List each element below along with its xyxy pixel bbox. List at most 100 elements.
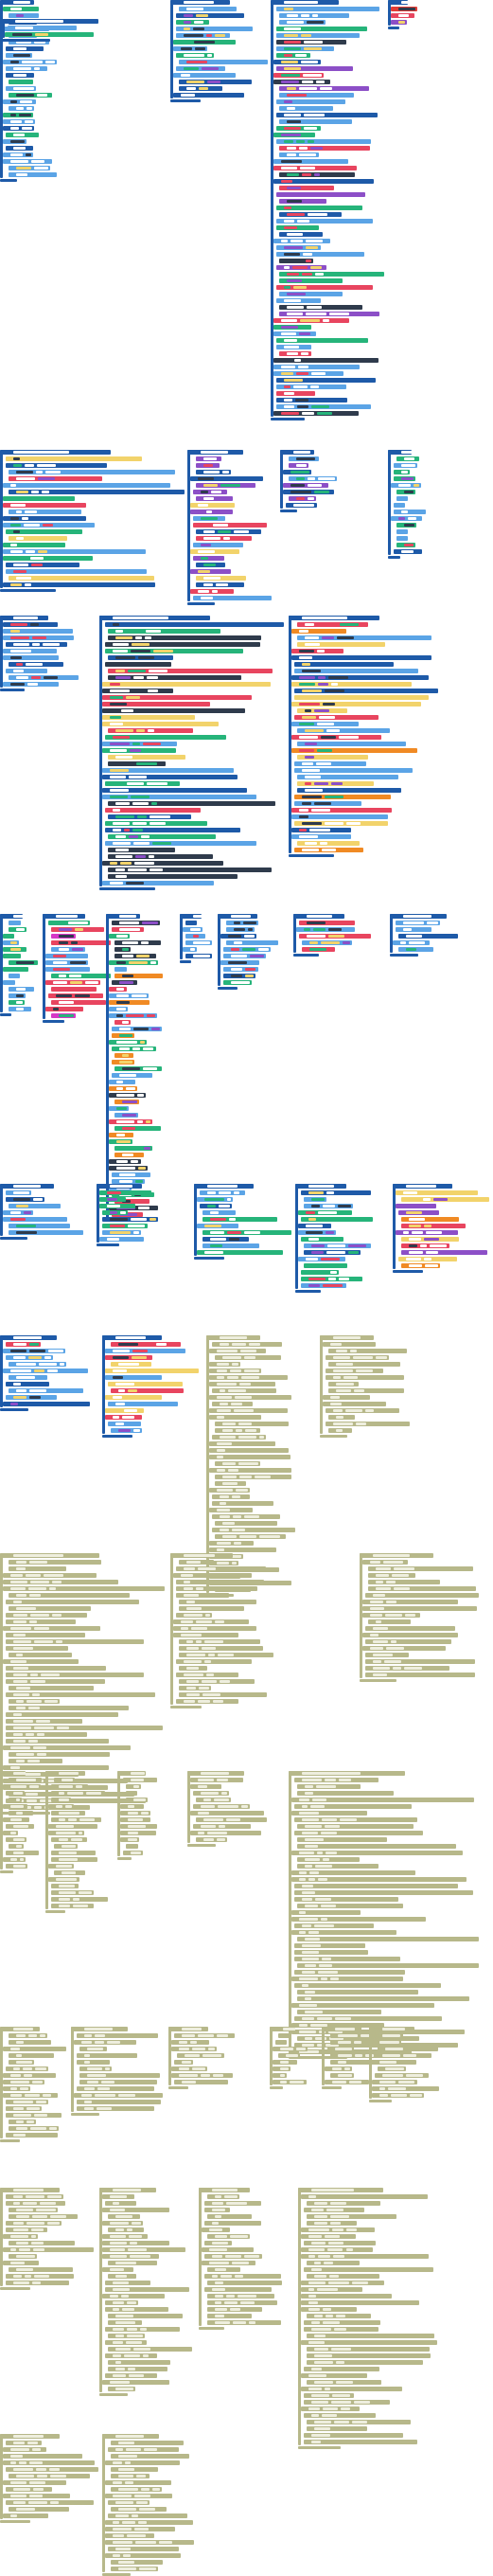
input-slot[interactable] — [217, 1369, 228, 1372]
statement-block[interactable] — [112, 1073, 152, 1078]
input-slot[interactable] — [212, 2222, 220, 2225]
input-slot[interactable] — [350, 1350, 358, 1352]
input-slot[interactable] — [110, 2222, 130, 2225]
statement-block[interactable] — [3, 2080, 44, 2084]
input-slot[interactable] — [305, 1785, 314, 1788]
input-slot[interactable] — [302, 1898, 313, 1901]
statement-block[interactable] — [48, 1877, 79, 1882]
statement-block[interactable] — [291, 1870, 416, 1875]
statement-block[interactable] — [105, 1375, 162, 1380]
statement-block[interactable] — [185, 934, 205, 939]
event-dropdown[interactable] — [406, 1185, 436, 1188]
input-slot[interactable] — [228, 1389, 247, 1392]
statement-block[interactable] — [276, 265, 326, 270]
input-slot[interactable] — [24, 2275, 32, 2278]
input-slot[interactable] — [13, 2228, 28, 2231]
statement-block[interactable] — [291, 828, 351, 832]
input-slot[interactable] — [302, 1984, 309, 1987]
input-slot[interactable] — [33, 1746, 46, 1749]
statement-block[interactable] — [378, 2047, 439, 2051]
input-slot[interactable] — [406, 1258, 421, 1261]
input-slot[interactable] — [110, 2209, 125, 2211]
input-slot[interactable] — [116, 1140, 131, 1143]
input-slot[interactable] — [186, 1607, 202, 1610]
input-slot[interactable] — [10, 2087, 18, 2090]
statement-block[interactable] — [279, 312, 380, 316]
input-slot[interactable] — [48, 2127, 57, 2130]
statement-block[interactable] — [304, 2413, 377, 2418]
statement-block[interactable] — [212, 1402, 253, 1406]
input-slot[interactable] — [138, 2508, 155, 2511]
input-slot[interactable] — [324, 689, 345, 692]
input-slot[interactable] — [212, 2202, 224, 2205]
event-hat-block[interactable] — [0, 914, 23, 919]
statement-block[interactable] — [51, 1784, 88, 1789]
statement-block[interactable] — [6, 2100, 49, 2104]
statement-block[interactable] — [3, 496, 76, 501]
statement-block[interactable] — [108, 761, 166, 766]
statement-block[interactable] — [276, 206, 363, 210]
statement-block[interactable] — [204, 2274, 281, 2279]
input-slot[interactable] — [81, 2094, 93, 2097]
input-slot[interactable] — [29, 2495, 43, 2497]
input-slot[interactable] — [281, 160, 302, 163]
statement-block[interactable] — [279, 146, 370, 151]
input-slot[interactable] — [10, 948, 22, 951]
statement-block[interactable] — [112, 1046, 156, 1051]
input-slot[interactable] — [210, 1218, 227, 1221]
input-slot[interactable] — [184, 1700, 195, 1703]
input-slot[interactable] — [231, 1343, 247, 1346]
input-slot[interactable] — [87, 2081, 98, 2084]
input-slot[interactable] — [284, 127, 302, 130]
input-slot[interactable] — [16, 961, 35, 964]
statement-block[interactable] — [105, 1415, 142, 1420]
input-slot[interactable] — [151, 842, 171, 845]
input-slot[interactable] — [302, 796, 322, 798]
input-slot[interactable] — [113, 2528, 132, 2531]
input-slot[interactable] — [343, 941, 350, 944]
input-slot[interactable] — [13, 1396, 27, 1399]
statement-block[interactable] — [362, 1600, 458, 1604]
input-slot[interactable] — [398, 484, 411, 487]
input-slot[interactable] — [110, 776, 126, 778]
input-slot[interactable] — [110, 749, 127, 752]
input-slot[interactable] — [299, 1871, 308, 1874]
statement-block[interactable] — [301, 1190, 371, 1195]
input-slot[interactable] — [314, 1865, 333, 1868]
statement-block[interactable] — [297, 841, 360, 846]
input-slot[interactable] — [75, 928, 84, 931]
input-slot[interactable] — [16, 1607, 36, 1610]
input-slot[interactable] — [10, 1350, 27, 1352]
input-slot[interactable] — [302, 1891, 315, 1894]
statement-block[interactable] — [77, 2033, 158, 2038]
statement-block[interactable] — [105, 2520, 194, 2525]
input-slot[interactable] — [10, 2248, 17, 2251]
input-slot[interactable] — [308, 2374, 327, 2377]
statement-block[interactable] — [297, 1784, 361, 1789]
input-slot[interactable] — [238, 1535, 256, 1538]
input-slot[interactable] — [13, 1601, 22, 1603]
input-slot[interactable] — [280, 2081, 287, 2084]
input-slot[interactable] — [34, 2275, 50, 2278]
input-slot[interactable] — [227, 1469, 239, 1472]
statement-block[interactable] — [190, 589, 235, 594]
input-slot[interactable] — [373, 1673, 387, 1676]
input-slot[interactable] — [339, 736, 360, 739]
input-slot[interactable] — [16, 107, 24, 110]
input-slot[interactable] — [210, 491, 222, 493]
statement-block[interactable] — [193, 1804, 251, 1809]
input-slot[interactable] — [354, 2054, 363, 2057]
input-slot[interactable] — [136, 815, 148, 818]
input-slot[interactable] — [13, 74, 27, 77]
input-slot[interactable] — [296, 140, 306, 143]
input-slot[interactable] — [155, 1343, 167, 1346]
input-slot[interactable] — [29, 1673, 38, 1676]
statement-block[interactable] — [301, 2234, 356, 2239]
event-dropdown[interactable] — [401, 1, 408, 4]
input-slot[interactable] — [361, 2034, 371, 2037]
input-slot[interactable] — [62, 1871, 76, 1874]
statement-block[interactable] — [297, 781, 374, 786]
input-slot[interactable] — [135, 1180, 143, 1183]
input-slot[interactable] — [348, 2081, 362, 2084]
statement-block[interactable] — [9, 1000, 26, 1005]
